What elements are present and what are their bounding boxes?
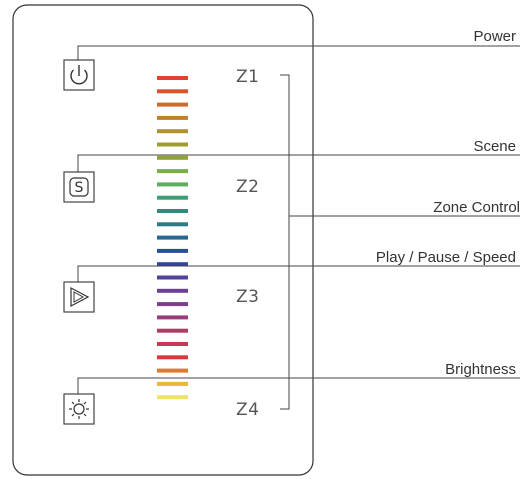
play-pause-speed-button[interactable] [63,281,95,313]
color-bar-segment [157,275,188,280]
color-bar-segment [157,288,188,293]
color-bar-segment [157,89,188,94]
color-bar-segment [157,222,188,227]
color-bar-segment [157,115,188,120]
color-bar-segment [157,248,188,253]
power-leader-line [77,45,520,60]
color-bar-segment [157,328,188,333]
color-bar-segment [157,195,188,200]
zone-label-z3: Z3 [236,287,259,307]
color-bar-segment [157,235,188,240]
color-bar-segment [157,182,188,187]
color-bar-segment [157,102,188,107]
zone-label-z1: Z1 [236,67,259,87]
color-bar-segment [157,169,188,174]
zone-bracket [280,74,290,410]
color-bar-segment [157,129,188,134]
zone-label-z2: Z2 [236,177,259,197]
scene-icon-frame [69,177,89,197]
color-bar-segment [157,368,188,373]
power-button[interactable] [63,59,95,91]
color-bar-segment [157,315,188,320]
scene-icon: S [75,180,84,196]
scene-leader-line [77,154,520,172]
callout-zone-control: Zone Control [433,199,520,216]
color-bar-segment [157,262,188,267]
sun-icon [69,399,89,419]
zone-label-z4: Z4 [236,400,259,420]
color-bar-segment [157,209,188,213]
scene-button[interactable]: S [63,171,95,203]
device-panel [12,4,314,476]
color-bar-segment [157,381,188,386]
color-bar-segment [157,342,188,346]
color-bar-segment [157,155,188,160]
play-icon [70,287,90,307]
callout-brightness: Brightness [445,361,516,378]
callout-power: Power [473,28,516,45]
brightness-leader-line [77,377,520,394]
play-leader-line [77,265,520,282]
callout-play-pause-speed: Play / Pause / Speed [376,249,516,266]
color-bar-segment [157,302,188,307]
brightness-button[interactable] [63,393,95,425]
callout-scene: Scene [473,138,516,155]
color-bar-segment [157,395,188,400]
color-bar-segment [157,355,188,360]
power-icon [70,65,88,85]
color-bar-segment [157,76,188,80]
color-bar-segment [157,142,188,147]
color-level-bar [157,76,188,400]
